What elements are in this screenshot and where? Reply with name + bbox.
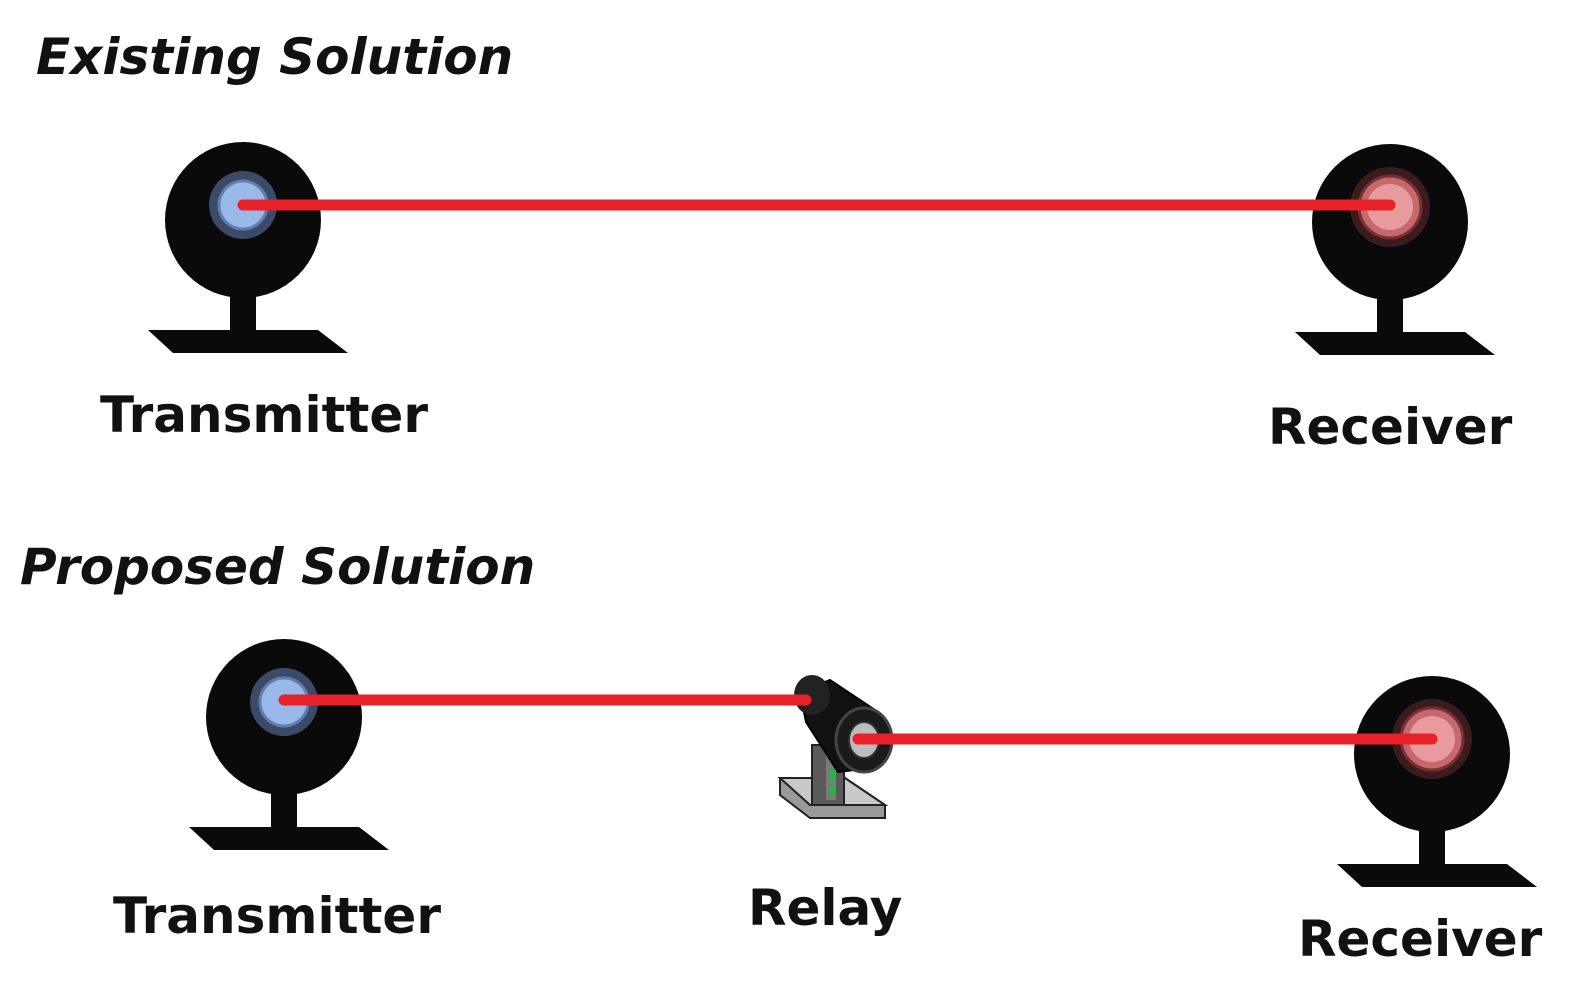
existing-solution-section: Existing Solution Transmitter Receiver <box>36 28 1513 456</box>
receiver-label: Receiver <box>1298 910 1543 968</box>
existing-solution-title: Existing Solution <box>36 28 513 86</box>
relay-label: Relay <box>748 879 902 937</box>
receiver-label: Receiver <box>1268 398 1513 456</box>
receiver-device-icon <box>1295 144 1495 355</box>
proposed-solution-section: Proposed Solution <box>20 538 1543 968</box>
transmitter-device-icon <box>189 639 389 850</box>
transmitter-label: Transmitter <box>113 887 441 945</box>
relay-status-led <box>829 770 836 781</box>
receiver-device-icon <box>1337 676 1537 887</box>
transmitter-label: Transmitter <box>100 386 428 444</box>
transmitter-device-icon <box>148 142 348 353</box>
proposed-solution-title: Proposed Solution <box>20 538 535 596</box>
